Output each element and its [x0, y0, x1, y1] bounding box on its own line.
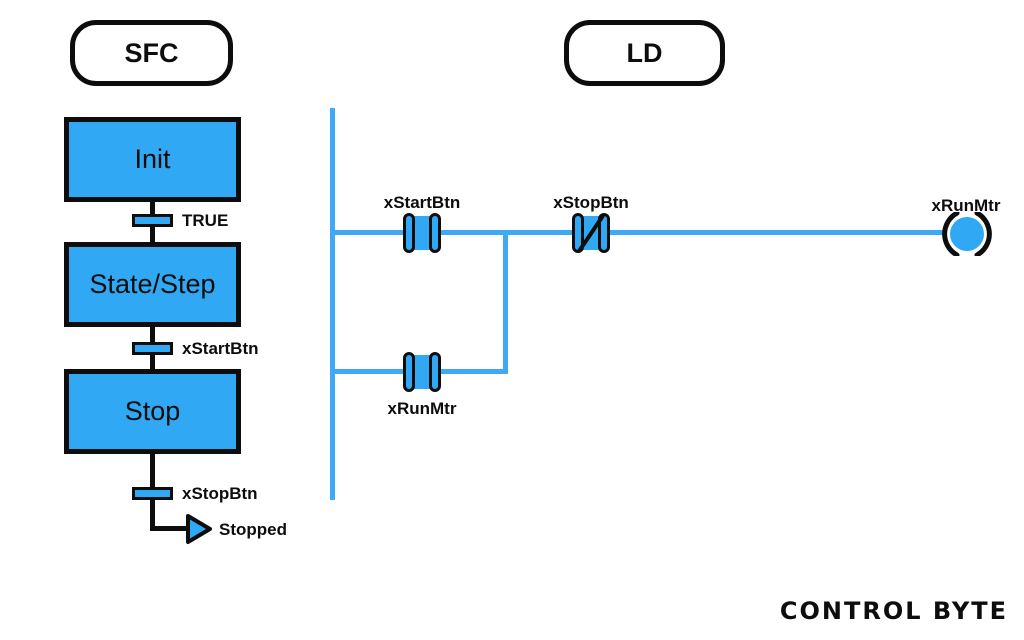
no-contact-icon	[403, 213, 441, 253]
ld-rung-wire	[330, 230, 945, 235]
sfc-transition-bar-icon	[132, 214, 173, 227]
sfc-transition-label: xStopBtn	[182, 484, 258, 503]
sfc-step-label: Init	[134, 144, 171, 174]
ld-branch-riser-wire	[503, 233, 508, 373]
no-contact-icon	[403, 352, 441, 392]
contact-pin	[403, 352, 415, 392]
nc-contact-icon	[572, 213, 610, 254]
sfc-transition-label: TRUE	[182, 211, 229, 230]
sfc-step-init: Init	[64, 117, 241, 202]
sfc-header-pill: SFC	[70, 20, 233, 86]
sfc-header-label: SFC	[124, 37, 179, 68]
sfc-transition-bar-icon	[132, 342, 173, 355]
sfc-step-label: State/Step	[89, 269, 216, 299]
sfc-transition-bar-icon	[132, 487, 173, 500]
ld-header-label: LD	[626, 37, 663, 68]
ld-contact-label: xStopBtn	[553, 193, 629, 212]
flow-arrow-icon	[186, 514, 212, 544]
ld-coil-label: xRunMtr	[931, 196, 1001, 215]
contact-pin	[403, 213, 415, 253]
contact-pin	[429, 213, 441, 253]
ld-left-power-rail	[330, 108, 335, 500]
sfc-step-stop: Stop	[64, 369, 241, 454]
control-byte-logo: CONTROL BYTE	[779, 597, 1008, 625]
contact-pin	[429, 352, 441, 392]
sfc-exit-label: Stopped	[219, 520, 287, 539]
ld-contact-label: xStartBtn	[383, 193, 461, 212]
sfc-transition-label: xStartBtn	[182, 339, 259, 358]
sfc-exit-elbow-line	[150, 526, 190, 531]
ld-contact-label: xRunMtr	[387, 399, 457, 418]
sfc-step-label: Stop	[124, 396, 181, 426]
ld-header-pill: LD	[564, 20, 725, 86]
sfc-step-state: State/Step	[64, 242, 241, 327]
coil-icon	[942, 212, 992, 256]
